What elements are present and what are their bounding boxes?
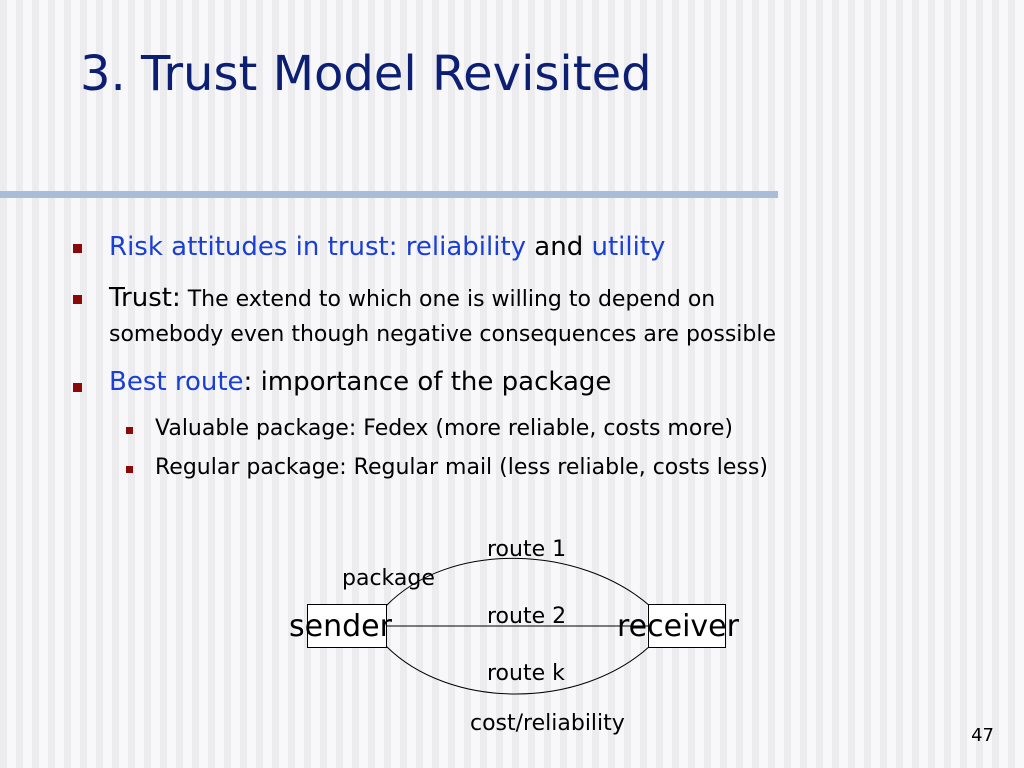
bullet-marker-icon	[73, 383, 82, 392]
term-best-route: Best route	[109, 367, 244, 397]
title-divider	[0, 191, 778, 198]
sub-bullet-valuable: Valuable package: Fedex (more reliable, …	[155, 416, 733, 441]
route-2-label: route 2	[487, 604, 567, 629]
term-utility: utility	[591, 232, 666, 262]
sender-box	[307, 604, 387, 648]
sub-bullet-marker-icon	[126, 466, 133, 473]
bullet-best-route: Best route: importance of the package	[109, 367, 611, 397]
package-label: package	[342, 566, 435, 591]
bullet-risk-attitudes: Risk attitudes in trust: reliability and…	[109, 232, 665, 262]
receiver-label: receiver	[617, 609, 739, 644]
sender-label: sender	[289, 609, 392, 644]
bullet-trust-label: Trust:	[109, 283, 181, 313]
bullet-trust-text-line2: somebody even though negative consequenc…	[109, 322, 777, 347]
sub-bullet-marker-icon	[126, 427, 133, 434]
bullet-best-route-rest: : importance of the package	[243, 367, 612, 397]
page-number: 47	[971, 725, 994, 746]
term-reliability: reliability	[405, 232, 527, 262]
bullet-marker-icon	[73, 244, 82, 253]
bullet-trust-text-line1: The extend to which one is willing to de…	[180, 287, 716, 312]
cost-reliability-label: cost/reliability	[470, 711, 625, 736]
receiver-box	[648, 604, 726, 648]
slide-title: 3. Trust Model Revisited	[80, 46, 652, 102]
bullet-risk-and: and	[526, 232, 592, 262]
sub-bullet-regular: Regular package: Regular mail (less reli…	[155, 455, 768, 480]
bullet-risk-prefix: Risk attitudes in trust:	[109, 232, 406, 262]
route-1-label: route 1	[487, 537, 567, 562]
bullet-trust: Trust: The extend to which one is willin…	[109, 283, 715, 313]
route-k-label: route k	[487, 661, 565, 686]
bullet-marker-icon	[73, 295, 82, 304]
route-k-curve	[385, 645, 651, 695]
route-1-curve	[385, 557, 651, 607]
